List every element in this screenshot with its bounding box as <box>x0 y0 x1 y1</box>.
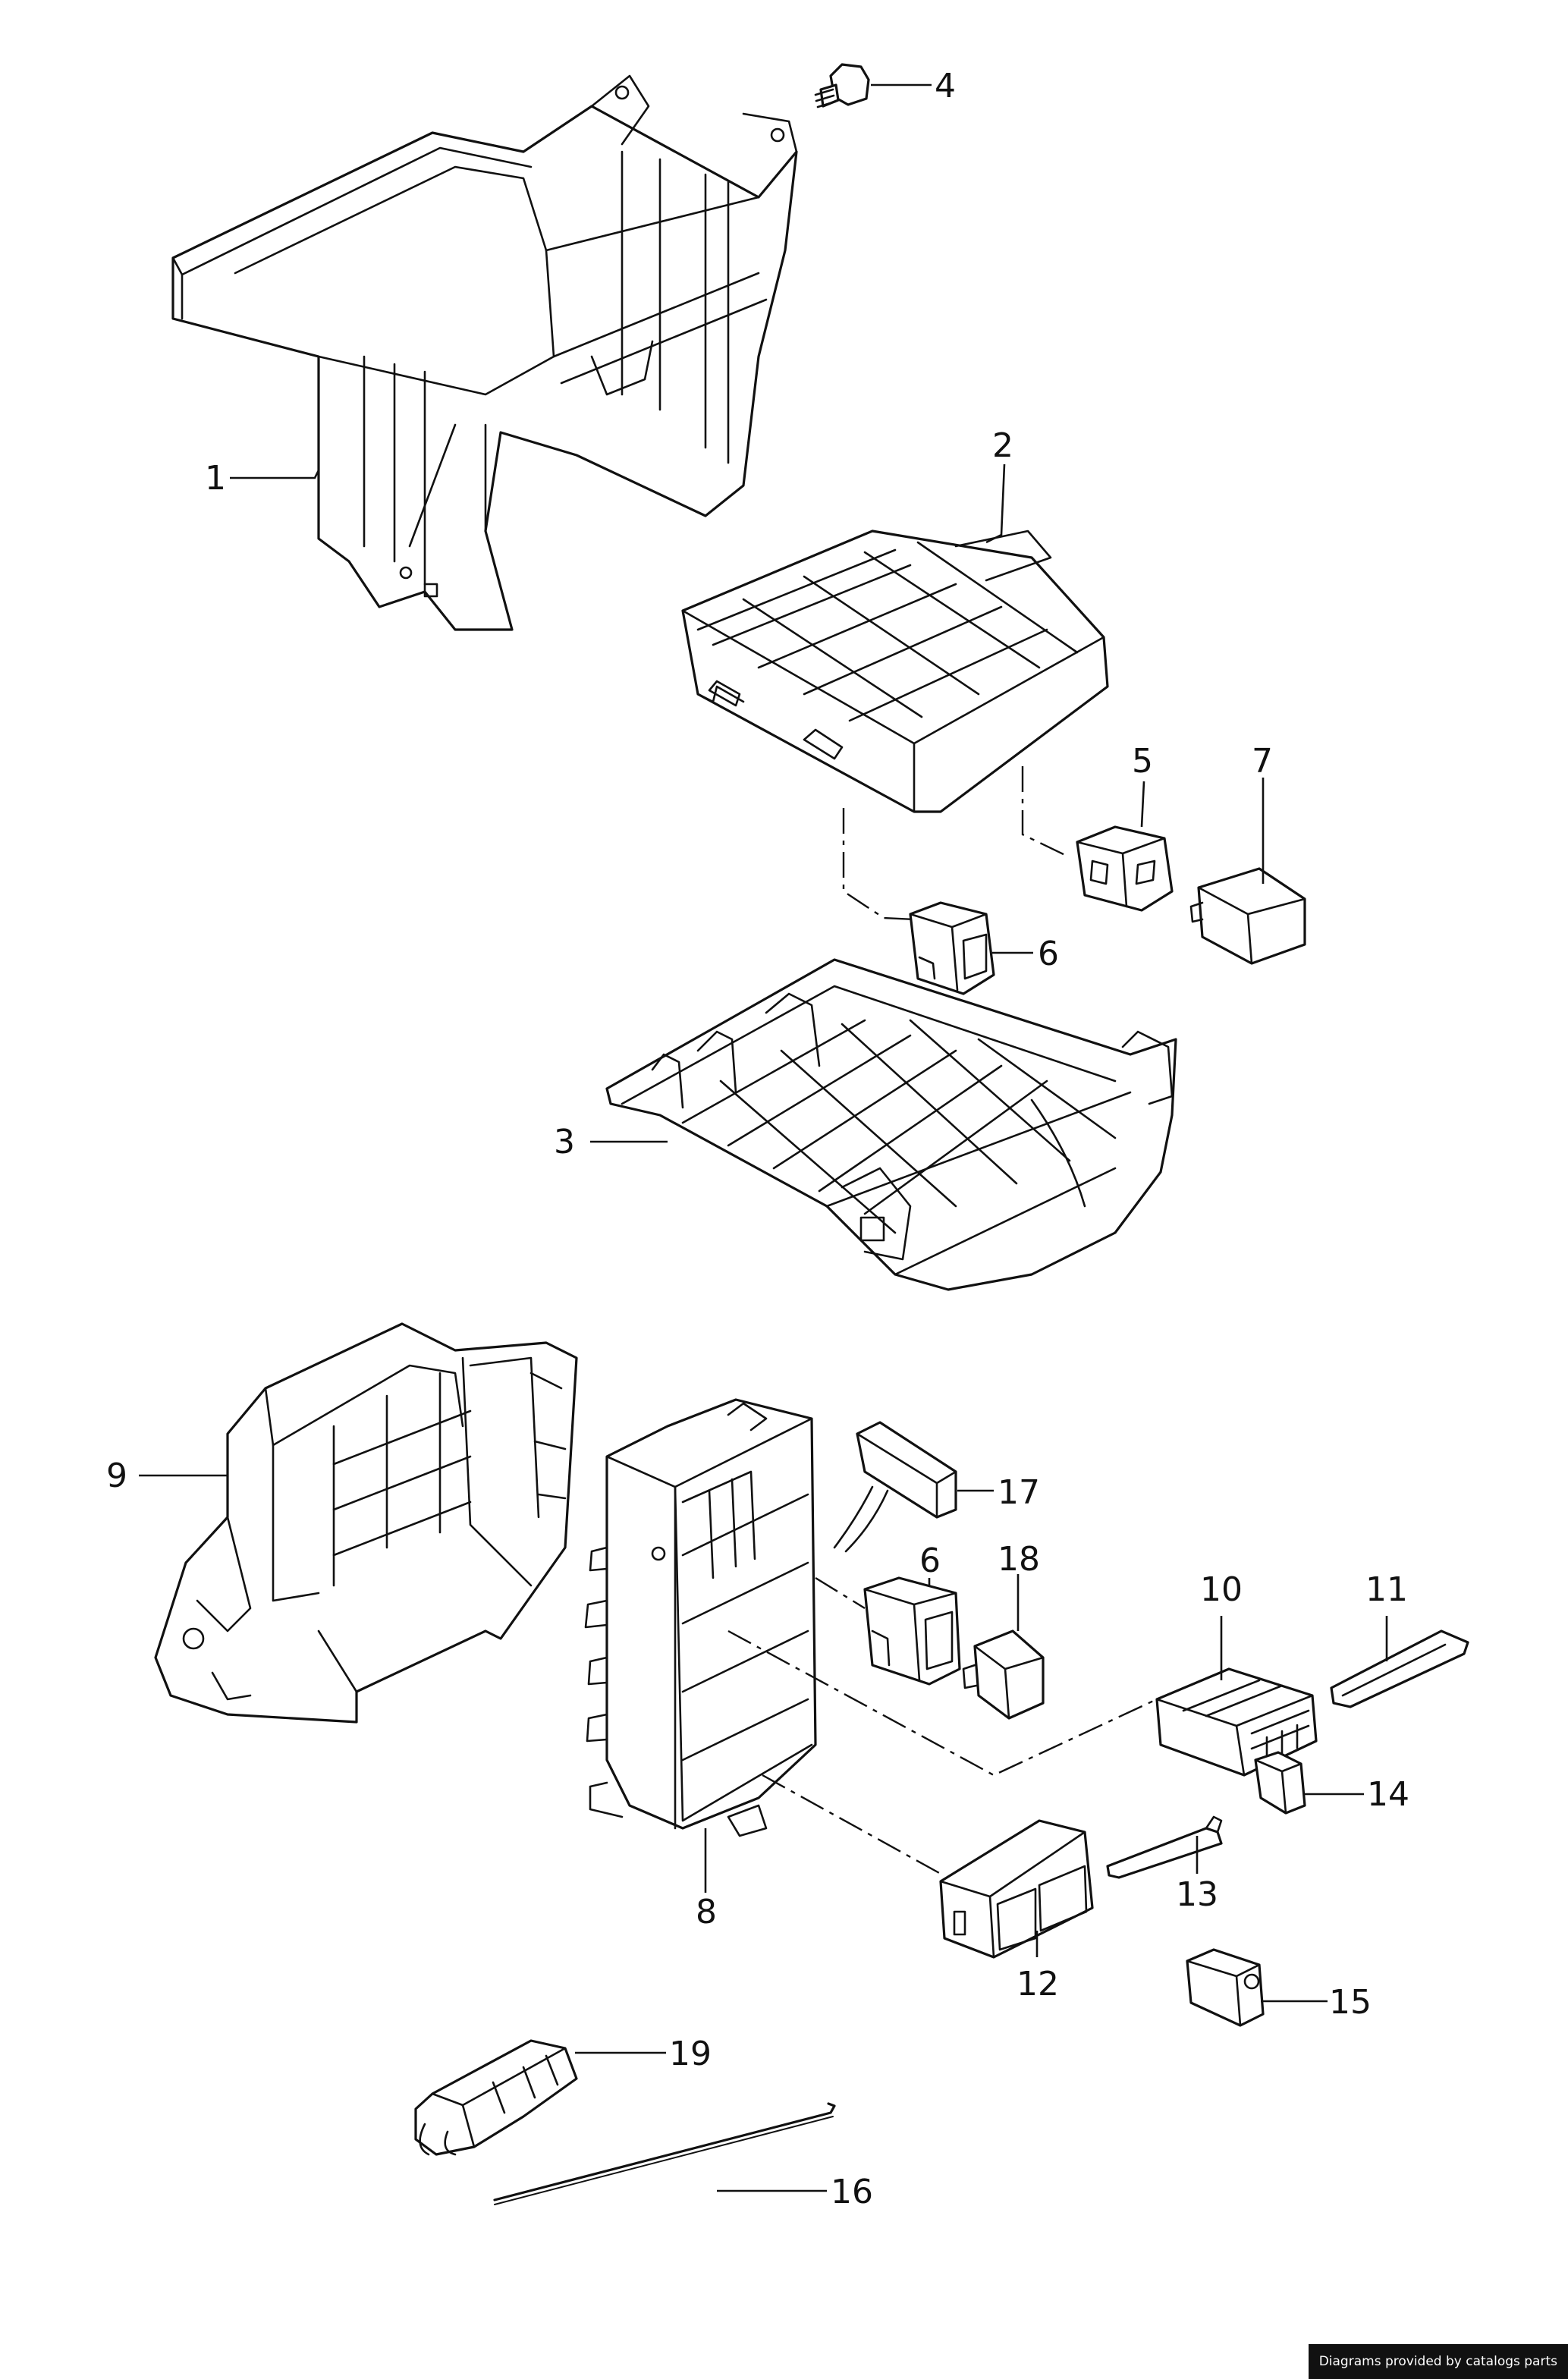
callout-9: 9 <box>106 1457 127 1495</box>
part-6-connector-upper <box>909 901 995 995</box>
callout-7: 7 <box>1252 742 1273 781</box>
callout-15: 15 <box>1329 1983 1372 2022</box>
part-16-wire-rod <box>493 2102 836 2205</box>
callout-6-upper: 6 <box>1038 935 1059 973</box>
part-7-relay <box>1189 867 1306 965</box>
part-5-relay-socket <box>1076 825 1174 912</box>
callout-5: 5 <box>1132 742 1153 781</box>
callout-14: 14 <box>1367 1775 1409 1814</box>
callout-3: 3 <box>554 1123 575 1161</box>
callout-1: 1 <box>205 459 226 498</box>
part-1-bracket <box>171 74 798 631</box>
part-11-strip <box>1330 1629 1469 1708</box>
part-13-slider-strip <box>1106 1815 1223 1879</box>
part-9-housing <box>154 1322 578 1724</box>
callout-12: 12 <box>1017 1965 1059 2003</box>
part-14-clip <box>1254 1751 1306 1815</box>
part-15-clip <box>1186 1948 1265 2027</box>
callout-labels: 1 2 3 4 5 6 7 6 8 9 10 11 12 13 14 15 16… <box>106 67 1409 2211</box>
part-6-connector-lower <box>863 1576 961 1686</box>
callout-8: 8 <box>696 1893 717 1931</box>
callout-4: 4 <box>935 67 956 105</box>
part-18-relay <box>962 1629 1045 1720</box>
part-10-connector-block <box>1155 1667 1318 1777</box>
callout-13: 13 <box>1176 1875 1218 1914</box>
part-4-bolt <box>814 63 870 108</box>
callout-18: 18 <box>998 1540 1040 1579</box>
callout-2: 2 <box>992 426 1013 465</box>
assembly-dash-lines <box>727 766 1158 1875</box>
callout-10: 10 <box>1200 1570 1243 1609</box>
part-8-central-box <box>584 1398 817 1837</box>
credit-badge: Diagrams provided by catalogs parts <box>1308 2344 1568 2379</box>
part-17-wire-connector <box>833 1421 957 1553</box>
callout-17: 17 <box>998 1473 1040 1512</box>
callout-19: 19 <box>669 2035 712 2073</box>
callout-16: 16 <box>831 2173 873 2211</box>
part-3-tray <box>605 958 1177 1291</box>
part-19-connector <box>414 2039 578 2156</box>
part-12-connector-housing <box>939 1819 1094 1959</box>
part-2-relay-carrier <box>681 530 1109 813</box>
callout-6-lower: 6 <box>919 1541 941 1580</box>
leader-lines <box>139 83 1388 2192</box>
callout-11: 11 <box>1365 1570 1408 1609</box>
